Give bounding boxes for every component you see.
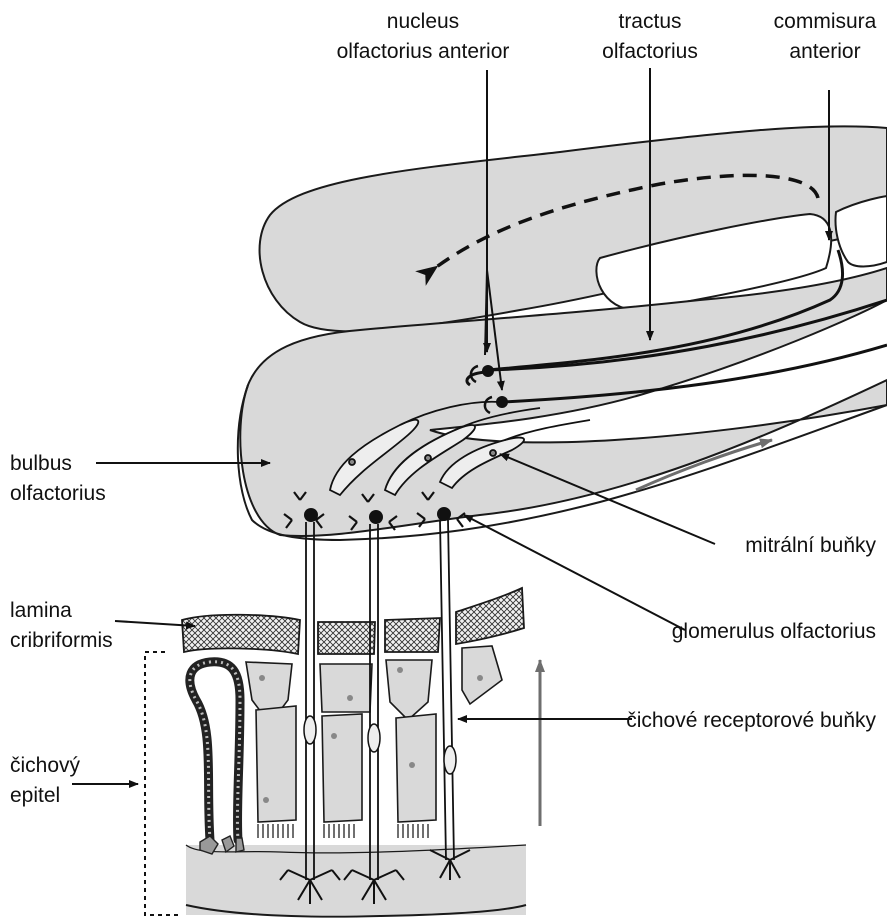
bowman-gland xyxy=(190,662,240,840)
label-tractus-line2: olfactorius xyxy=(602,40,698,63)
label-lamina-line2: cribriformis xyxy=(10,629,113,652)
basal-layer xyxy=(186,845,526,915)
label-commisura-line2: anterior xyxy=(789,40,860,63)
microvilli xyxy=(258,824,428,838)
label-mitral: mitrální buňky xyxy=(745,534,876,557)
label-nucleus-line2: olfactorius anterior xyxy=(337,40,510,63)
label-nucleus-line1: nucleus xyxy=(387,10,459,33)
lamina-cribriformis xyxy=(182,588,524,654)
label-bulbus-line1: bulbus xyxy=(10,452,72,475)
bowman-gland-cells xyxy=(190,662,240,840)
label-epitel-line2: epitel xyxy=(10,784,60,807)
label-epitel-line1: čichový xyxy=(10,754,81,777)
epithelium-bracket xyxy=(145,652,180,915)
label-commisura-line1: commisura xyxy=(774,10,877,33)
label-tractus-line1: tractus xyxy=(618,10,681,33)
label-bulbus-line2: olfactorius xyxy=(10,482,106,505)
label-lamina-line1: lamina xyxy=(10,599,72,622)
label-glomerulus: glomerulus olfactorius xyxy=(672,620,876,643)
label-receptor: čichové receptorové buňky xyxy=(626,709,876,732)
